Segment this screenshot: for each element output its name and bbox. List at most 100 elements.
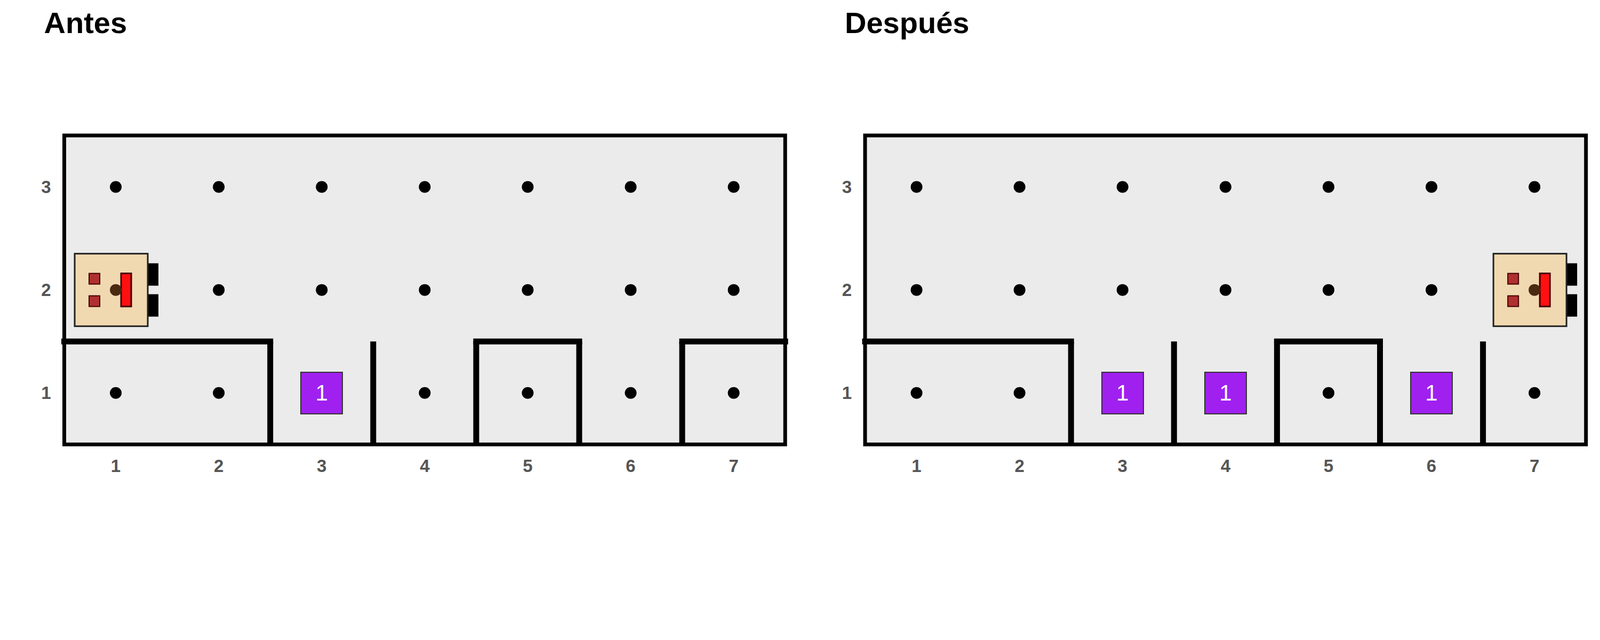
wall: [64, 338, 271, 345]
axis-label: 1: [842, 382, 852, 404]
grid-dot: [109, 181, 122, 194]
grid-dot: [1116, 181, 1129, 194]
grid-dot: [212, 387, 225, 399]
beeper-count: 1: [1425, 381, 1438, 405]
grid-dot: [625, 387, 637, 399]
axis-label: 3: [1117, 456, 1128, 477]
wall: [1068, 341, 1075, 445]
beeper: 1: [1204, 371, 1247, 415]
grid-dot: [1013, 284, 1026, 296]
grid-dot: [418, 387, 431, 399]
grid-dot: [1219, 284, 1232, 296]
grid-dot: [1528, 181, 1541, 194]
grid-dot: [910, 284, 923, 296]
axis-label: 7: [728, 456, 739, 477]
grid-dot: [1322, 181, 1335, 194]
wall: [1171, 341, 1178, 445]
grid-dot: [910, 387, 923, 399]
grid-dot: [728, 181, 740, 194]
wall: [473, 341, 479, 445]
robot-body: [74, 253, 148, 327]
grid-dot: [315, 181, 328, 194]
beeper-count: 1: [1116, 381, 1129, 405]
axis-label: 3: [842, 177, 852, 198]
axis-label: 3: [316, 456, 327, 477]
grid-dot: [625, 284, 637, 296]
world-border: [865, 135, 1587, 445]
grid-dot: [212, 181, 225, 194]
grid-dot: [418, 284, 431, 296]
robot: [74, 253, 159, 327]
robot-wheel: [1566, 263, 1578, 286]
beeper-count: 1: [1219, 381, 1232, 405]
axis-label: 1: [110, 456, 121, 477]
robot-wheel: [147, 263, 159, 286]
wall: [865, 338, 1071, 345]
grid-dot: [1219, 181, 1232, 194]
axis-label: 1: [41, 382, 51, 404]
robot-eye: [89, 296, 100, 307]
robot-front: [1539, 273, 1550, 307]
grid-dot: [910, 181, 923, 194]
grid-dot: [1013, 181, 1026, 194]
world-ground: [865, 135, 1587, 445]
grid-dot: [1116, 284, 1129, 296]
robot: [1493, 253, 1578, 327]
axis-label: 2: [1014, 456, 1024, 477]
wall: [576, 341, 583, 445]
grid-dot: [625, 181, 637, 194]
wall: [1377, 341, 1383, 445]
axis-label: 2: [41, 280, 51, 301]
beeper: 1: [1101, 371, 1144, 415]
wall: [1480, 341, 1486, 445]
axis-label: 6: [625, 456, 636, 477]
beeper-count: 1: [315, 381, 328, 405]
axis-label: 2: [213, 456, 224, 477]
axis-label: 5: [1323, 456, 1334, 477]
axis-label: 1: [911, 456, 922, 477]
grid-dot: [521, 284, 534, 296]
wall: [1274, 341, 1280, 445]
grid-dot: [315, 284, 328, 296]
axis-label: 6: [1426, 456, 1437, 477]
beeper: 1: [300, 371, 343, 415]
grid-dot: [1013, 387, 1026, 399]
robot-center: [1528, 284, 1541, 296]
robot-eye: [1507, 296, 1519, 307]
world-ground: [64, 135, 786, 445]
grid-dot: [1425, 181, 1438, 194]
grid-dot: [728, 387, 740, 399]
robot-body: [1493, 253, 1567, 327]
wall: [682, 338, 786, 345]
panel-title: Antes: [44, 5, 128, 40]
wall: [370, 341, 376, 445]
grid-dot: [212, 284, 225, 296]
grid-dot: [1425, 284, 1438, 296]
axis-label: 3: [41, 177, 51, 198]
wall: [476, 338, 580, 345]
robot-eye: [89, 273, 100, 285]
grid-dot: [728, 284, 740, 296]
axis-label: 4: [419, 456, 430, 477]
grid-dot: [1322, 387, 1335, 399]
wall: [1276, 338, 1380, 345]
grid-dot: [109, 387, 122, 399]
robot-front: [121, 273, 132, 307]
axis-label: 5: [522, 456, 533, 477]
grid-dot: [1322, 284, 1335, 296]
panel-title: Después: [844, 5, 970, 40]
wall: [267, 341, 274, 445]
grid-dot: [1528, 387, 1541, 399]
robot-wheel: [1566, 294, 1578, 317]
grid-dot: [521, 181, 534, 194]
grid-dot: [521, 387, 534, 399]
world-border: [64, 135, 786, 445]
robot-eye: [1507, 273, 1519, 285]
robot-center: [109, 284, 122, 296]
beeper: 1: [1410, 371, 1453, 415]
robot-wheel: [147, 294, 159, 317]
wall: [679, 341, 686, 445]
axis-label: 2: [842, 280, 852, 301]
axis-label: 7: [1529, 456, 1540, 477]
